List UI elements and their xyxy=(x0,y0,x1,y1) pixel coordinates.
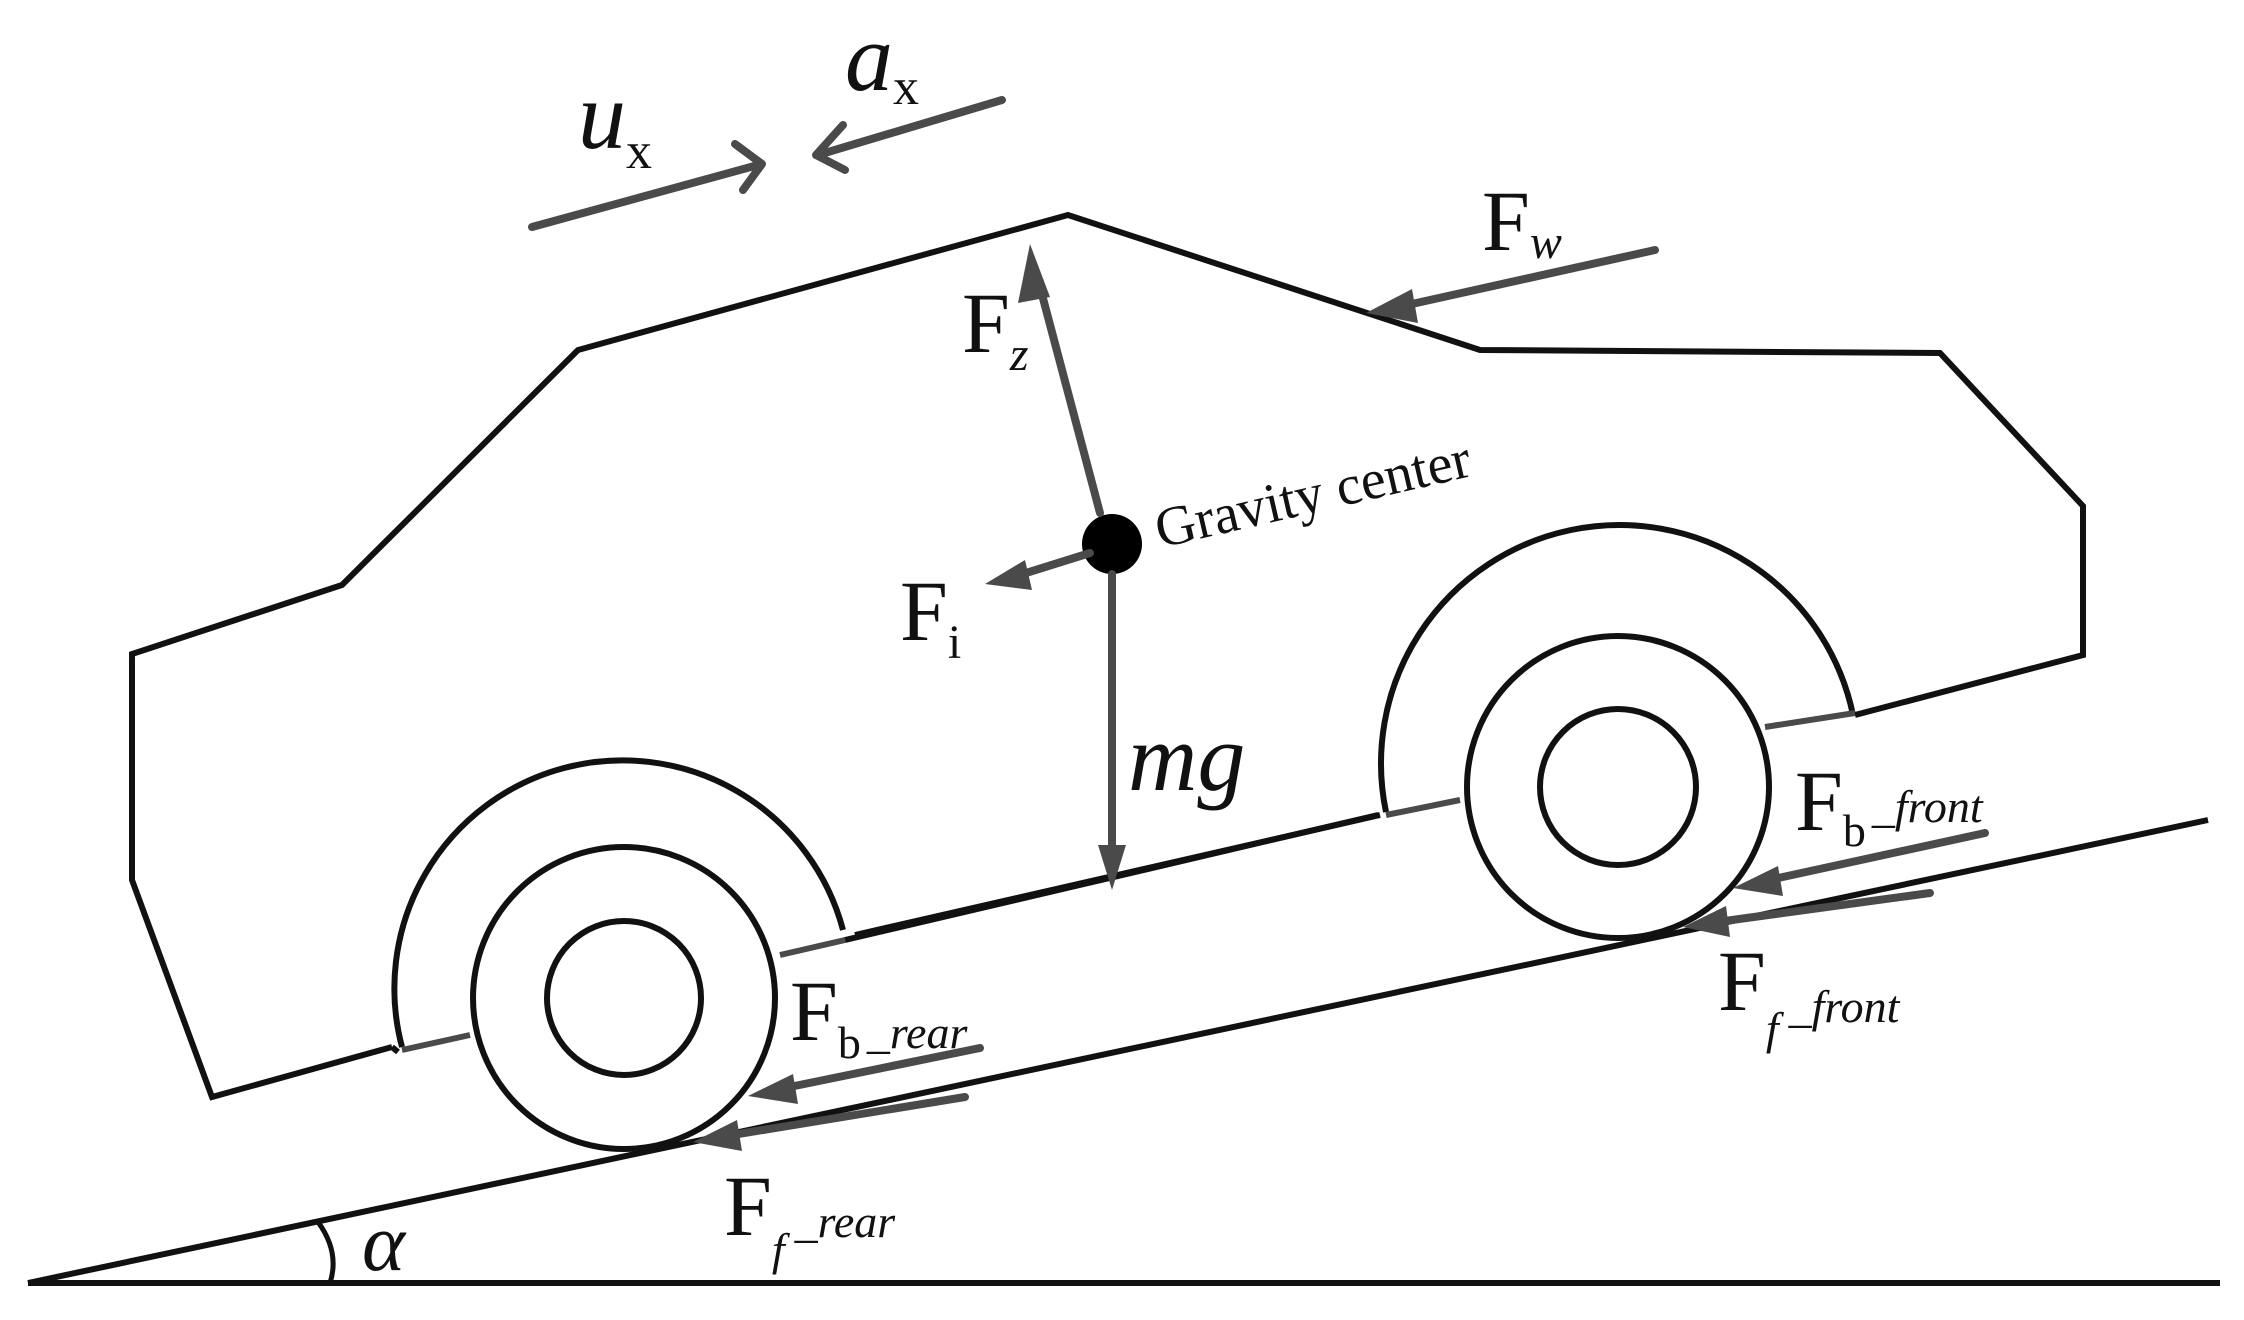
front-wheel-hub xyxy=(1537,706,1699,868)
velocity-label: ux xyxy=(578,62,652,180)
rear-wheel-tire xyxy=(470,844,778,1152)
front-friction-force-arrowhead xyxy=(1683,906,1730,937)
rear-friction-force-label: Ff_rear xyxy=(724,1158,896,1275)
wind-force-arrow xyxy=(1381,246,1659,314)
acceleration-arrowhead xyxy=(812,121,849,174)
car-body xyxy=(129,211,2086,1101)
rear-brake-force-label: Fb_rear xyxy=(790,963,968,1068)
front-wheel-tire xyxy=(1464,633,1772,941)
rear-friction-force-arrowhead xyxy=(693,1120,742,1151)
acceleration-arrow xyxy=(814,96,1006,159)
rear-friction-force-arrow xyxy=(716,1093,969,1141)
gravity-center-label: Gravity center xyxy=(1149,428,1477,561)
front-arch-tick-left xyxy=(1385,797,1461,818)
normal-force-arrowhead xyxy=(1018,244,1050,303)
wind-force-arrowhead xyxy=(1366,289,1418,323)
front-wheel-arch xyxy=(1378,522,1856,813)
rear-arch-tick-left xyxy=(401,1032,471,1053)
normal-force-arrow xyxy=(1032,268,1104,517)
acceleration-label: ax xyxy=(845,4,919,116)
front-arch-tick-right xyxy=(1764,710,1856,730)
wind-force-label: Fw xyxy=(1482,173,1562,269)
rear-brake-force-arrow xyxy=(771,1044,984,1094)
slope-line xyxy=(27,817,2209,1286)
velocity-arrow xyxy=(528,161,762,231)
slope-angle-label: α xyxy=(362,1197,407,1288)
weight-label: mg xyxy=(1128,704,1245,811)
front-brake-force-arrow xyxy=(1756,829,1989,886)
rear-arch-tick-right xyxy=(779,937,846,958)
front-friction-force-arrow xyxy=(1706,889,1934,927)
front-friction-force-label: Ff_front xyxy=(1718,933,1901,1054)
normal-force-label: Fz xyxy=(962,275,1029,381)
front-brake-force-arrowhead xyxy=(1733,866,1783,896)
rear-wheel-arch xyxy=(391,757,846,1048)
weight-arrowhead xyxy=(1098,845,1126,890)
inertial-force-label: Fi xyxy=(900,563,961,669)
rear-brake-force-arrowhead xyxy=(748,1074,798,1104)
rear-wheel-hub xyxy=(544,918,704,1078)
front-brake-force-label: Fb_front xyxy=(1795,753,1984,856)
inertial-force-arrowhead xyxy=(985,560,1032,590)
angle-arc xyxy=(315,1220,336,1284)
gravity-center-dot xyxy=(1082,514,1142,574)
velocity-arrowhead xyxy=(731,140,766,194)
